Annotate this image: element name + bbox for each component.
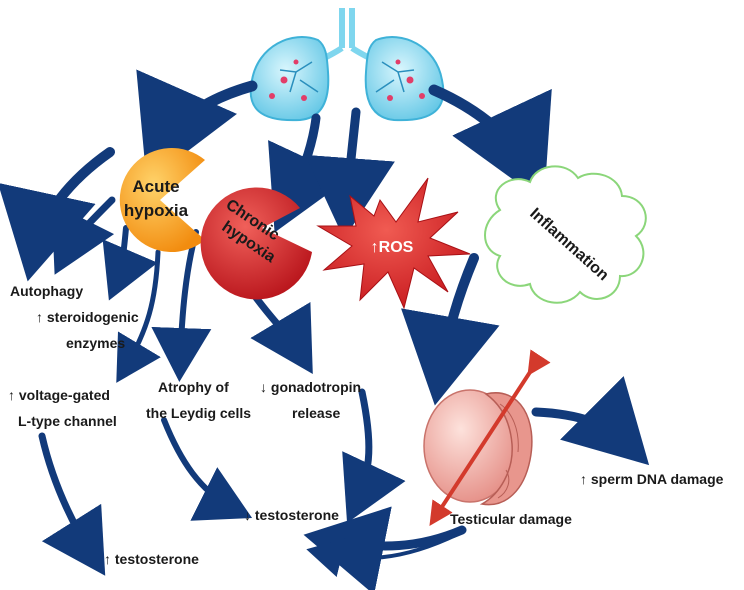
arrow-lungs-to-chronic — [268, 113, 350, 233]
autophagy-label: Autophagy — [10, 283, 83, 299]
left-lung-icon — [249, 36, 330, 122]
arrow-atrophy-to-testosterone — [161, 417, 253, 521]
sperm-dna-label: ↑ sperm DNA damage — [580, 471, 724, 487]
inflammation-node: Inflammation — [484, 165, 647, 304]
ros-label: ↑ROS — [371, 239, 414, 256]
arrow-acute-to-steroidogenic — [102, 225, 158, 301]
testicular-damage-arrow — [429, 349, 551, 527]
testosterone-down-label: ↓ testosterone — [244, 507, 339, 523]
arrow-testis-to-testosterone-2 — [306, 532, 460, 578]
ros-starburst-icon — [316, 177, 471, 310]
arrow-inflammation-to-testis — [401, 253, 500, 406]
atrophy-label-line2: the Leydig cells — [146, 405, 251, 421]
arrow-chronic-to-atrophy — [151, 229, 212, 382]
right-lung-icon — [364, 36, 445, 122]
voltage-label-line1: ↑ voltage-gated — [8, 387, 110, 403]
atrophy-label-line1: Atrophy of — [158, 379, 229, 395]
arrow-gonadotropin-to-testosterone — [342, 388, 406, 524]
acute-hypoxia-node: Acute hypoxia — [119, 148, 205, 252]
arrow-voltage-to-testosterone-up — [38, 432, 106, 576]
cloud-icon — [484, 165, 647, 304]
acute-label-line1: Acute — [132, 177, 179, 196]
arrow-lungs-to-ros — [305, 107, 395, 239]
arrow-acute-to-autophagy — [0, 147, 115, 282]
arrow-testis-to-sperm — [531, 375, 650, 466]
arrow-chronic-to-gonadotropin — [248, 288, 313, 375]
arrow-testis-to-testosterone — [303, 506, 467, 590]
gonadotropin-label-line1: ↓ gonadotropin — [260, 379, 361, 395]
testicular-damage-label: Testicular damage — [450, 511, 572, 527]
voltage-label-line2: L-type channel — [18, 413, 117, 429]
chronic-hypoxia-node: Chronic hypoxia — [200, 187, 312, 300]
steroidogenic-label-line1: ↑ steroidogenic — [36, 309, 139, 325]
arrow-lungs-to-inflammation — [428, 84, 552, 202]
acute-label-line2: hypoxia — [124, 201, 189, 220]
arrow-lungs-to-acute — [136, 69, 258, 183]
steroidogenic-label-line2: enzymes — [66, 335, 125, 351]
arrow-acute-to-voltage — [116, 249, 161, 383]
lungs-icon — [249, 8, 445, 122]
gonadotropin-label-line2: release — [292, 405, 340, 421]
ros-node: ↑ROS — [316, 177, 471, 310]
effect-labels: Autophagy ↑ steroidogenic enzymes ↑ volt… — [8, 283, 724, 567]
arrow-acute-to-autophagy-2 — [51, 196, 116, 275]
testosterone-up-label: ↑ testosterone — [104, 551, 199, 567]
testis-icon — [423, 349, 551, 527]
